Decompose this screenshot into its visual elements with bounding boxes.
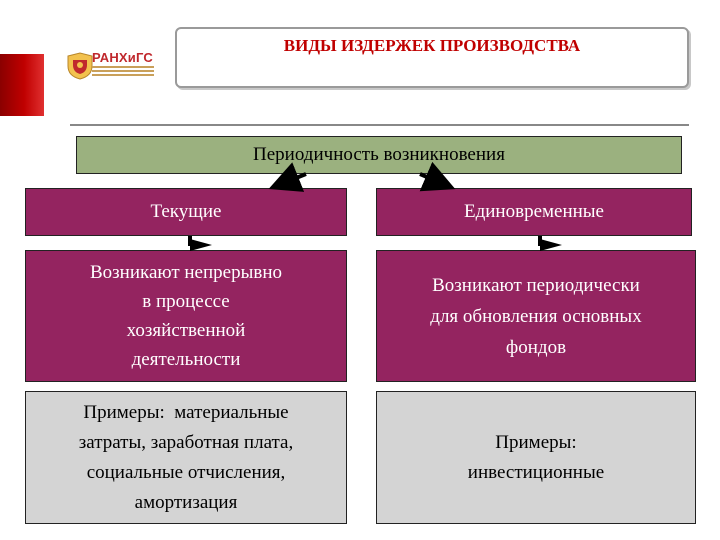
arrow-right-to-description xyxy=(540,239,562,251)
examples-box-left: Примеры: материальные затраты, заработна… xyxy=(25,391,347,524)
category-left-label: Текущие xyxy=(150,201,222,222)
description-box-right: Возникают периодически для обновления ос… xyxy=(376,250,696,382)
root-label: Периодичность возникновения xyxy=(253,144,505,165)
category-right-label: Единовременные xyxy=(463,201,604,222)
examples-right-line: инвестиционные xyxy=(467,461,605,483)
examples-left-line: затраты, заработная плата, xyxy=(78,431,294,453)
header-divider xyxy=(70,124,689,126)
description-left-line: хозяйственной xyxy=(126,320,246,341)
examples-right-line: Примеры: xyxy=(495,431,577,453)
root-box: Периодичность возникновения xyxy=(76,136,682,174)
description-left-line: в процессе xyxy=(142,291,230,312)
examples-box-right: Примеры: инвестиционные xyxy=(376,391,696,524)
logo-subtitle-lines xyxy=(92,66,154,78)
logo-text: РАНХиГС xyxy=(92,50,153,65)
description-right-line: фондов xyxy=(505,336,567,358)
title-box: ВИДЫ ИЗДЕРЖЕК ПРОИЗВОДСТВА xyxy=(175,27,689,88)
arrow-root-to-right xyxy=(419,161,456,192)
category-box-right: Единовременные xyxy=(376,188,692,236)
description-right-line: для обновления основных xyxy=(430,305,642,327)
description-left-line: деятельности xyxy=(131,349,241,370)
description-left-line: Возникают непрерывно xyxy=(90,262,282,283)
page-title: ВИДЫ ИЗДЕРЖЕК ПРОИЗВОДСТВА xyxy=(283,36,581,55)
arrow-root-to-left xyxy=(268,162,307,192)
examples-left-line: социальные отчисления, xyxy=(86,461,286,483)
examples-left-line: амортизация xyxy=(134,491,238,513)
category-box-left: Текущие xyxy=(25,188,347,236)
crest-icon xyxy=(67,52,93,80)
examples-left-line: Примеры: материальные xyxy=(83,401,289,423)
decorative-red-block xyxy=(0,54,44,116)
description-right-line: Возникают периодически xyxy=(432,274,640,296)
arrow-left-to-description xyxy=(190,239,212,251)
description-box-left: Возникают непрерывно в процессе хозяйств… xyxy=(25,250,347,382)
